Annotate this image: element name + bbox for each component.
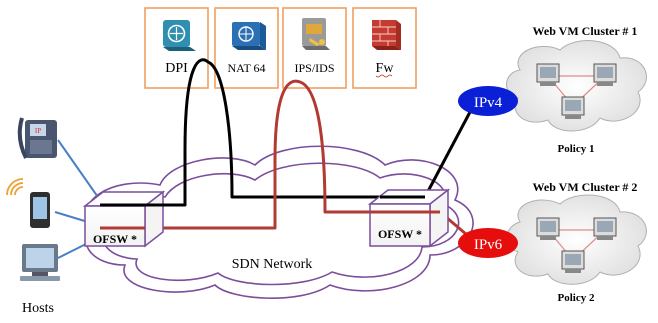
vnf-label-nat64: NAT 64	[227, 61, 265, 75]
hosts-label: Hosts	[22, 301, 54, 316]
vnf-label-ips-ids: IPS/IDS	[294, 61, 334, 75]
vnf-label-dpi: DPI	[165, 61, 188, 76]
sdn-network-label: SDN Network	[232, 257, 313, 272]
web-vm-cluster-2[interactable]	[506, 194, 647, 285]
web-vm-cluster-1[interactable]	[506, 40, 647, 132]
cluster-1-title: Web VM Cluster # 1	[533, 24, 638, 38]
vm-computer-icon	[561, 96, 585, 119]
cluster-2-title: Web VM Cluster # 2	[533, 180, 638, 194]
vnf-label-firewall: Fw	[376, 61, 395, 76]
path-red	[100, 79, 474, 242]
firewall-icon	[372, 20, 401, 50]
ips-ids-icon	[302, 18, 330, 50]
vm-computer-icon	[536, 217, 560, 240]
vm-computer-icon	[593, 63, 617, 86]
ofsw-right-label: OFSW *	[378, 227, 422, 241]
dpi-icon	[163, 20, 196, 51]
desktop-computer-icon[interactable]	[20, 244, 60, 281]
ipv6-badge[interactable]: IPv6	[458, 228, 518, 258]
policy-2-label: Policy 2	[558, 292, 595, 304]
sdn-network-cloud	[85, 145, 474, 299]
vm-computer-icon	[561, 250, 585, 273]
ipv6-label: IPv6	[474, 237, 503, 253]
ofsw-left[interactable]: OFSW *	[82, 190, 166, 248]
ipv4-label: IPv4	[474, 95, 503, 111]
ip-phone-icon[interactable]: IP	[17, 117, 57, 159]
vm-computer-icon	[536, 63, 560, 86]
vnf-box-firewall[interactable]: Fw	[352, 7, 417, 89]
vnf-box-dpi[interactable]: DPI	[144, 7, 209, 89]
svg-text:IP: IP	[35, 127, 41, 135]
nat-icon	[232, 22, 266, 50]
vnf-box-nat64[interactable]: NAT 64	[214, 7, 279, 89]
vm-computer-icon	[593, 217, 617, 240]
smartphone-icon[interactable]	[6, 178, 50, 228]
path-black	[100, 58, 472, 207]
ipv4-badge[interactable]: IPv4	[458, 86, 518, 116]
ofsw-left-label: OFSW *	[93, 232, 137, 246]
vnf-box-ips-ids[interactable]: IPS/IDS	[282, 7, 347, 89]
policy-1-label: Policy 1	[558, 143, 595, 155]
